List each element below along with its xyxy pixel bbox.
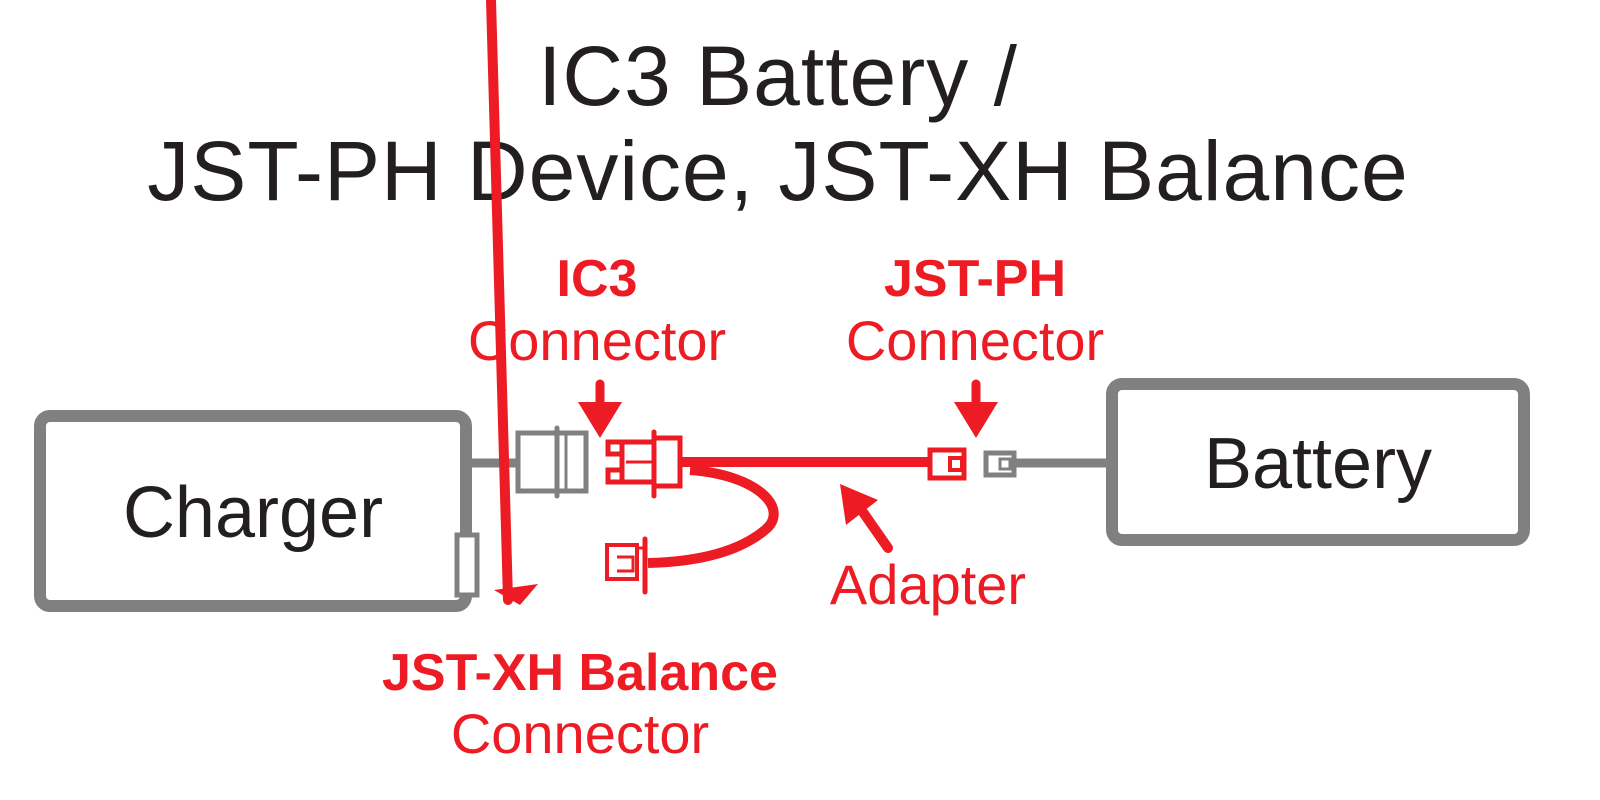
jst-ph-adapter-connector bbox=[927, 447, 967, 481]
battery-label: Battery bbox=[1204, 424, 1432, 504]
title-line-1: IC3 Battery / bbox=[538, 29, 1018, 123]
jst-xh-callout-title: JST-XH Balance bbox=[382, 644, 778, 702]
ic3-charger-plug bbox=[515, 425, 589, 499]
jst-xh-arrow-icon bbox=[494, 584, 538, 605]
jst-xh-connector bbox=[605, 536, 648, 595]
ic3-callout-title: IC3 bbox=[557, 250, 638, 308]
jst-xh-callout: JST-XH Balance Connector bbox=[382, 0, 778, 765]
jst-xh-arrow-shaft bbox=[486, 0, 513, 605]
charger-label: Charger bbox=[123, 473, 383, 553]
charger-box bbox=[34, 410, 472, 612]
adapter-callout: Adapter bbox=[830, 484, 1026, 616]
adapter-arrow-icon bbox=[840, 484, 878, 525]
battery-box bbox=[1106, 378, 1530, 546]
adapter-balance-lead bbox=[647, 465, 779, 568]
jst-ph-battery-plug bbox=[983, 450, 1017, 478]
ic3-callout-subtitle: Connector bbox=[468, 309, 726, 372]
adapter-arrow-shaft bbox=[853, 500, 893, 553]
ic3-callout: IC3 Connector bbox=[468, 250, 726, 438]
battery-device: Battery bbox=[1106, 378, 1530, 546]
charger-balance-port bbox=[454, 532, 480, 598]
jst-xh-callout-subtitle: Connector bbox=[451, 702, 709, 765]
charger-device: Charger bbox=[34, 410, 480, 612]
jst-ph-callout-subtitle: Connector bbox=[846, 309, 1104, 372]
jst-ph-arrow-icon bbox=[954, 402, 998, 438]
jst-ph-callout: JST-PH Connector bbox=[846, 250, 1104, 438]
jst-ph-callout-title: JST-PH bbox=[884, 250, 1066, 308]
ic3-adapter-connector bbox=[605, 429, 683, 499]
adapter-label: Adapter bbox=[830, 553, 1026, 616]
title-line-2: JST-PH Device, JST-XH Balance bbox=[147, 124, 1408, 218]
ic3-arrow-icon bbox=[578, 402, 622, 438]
